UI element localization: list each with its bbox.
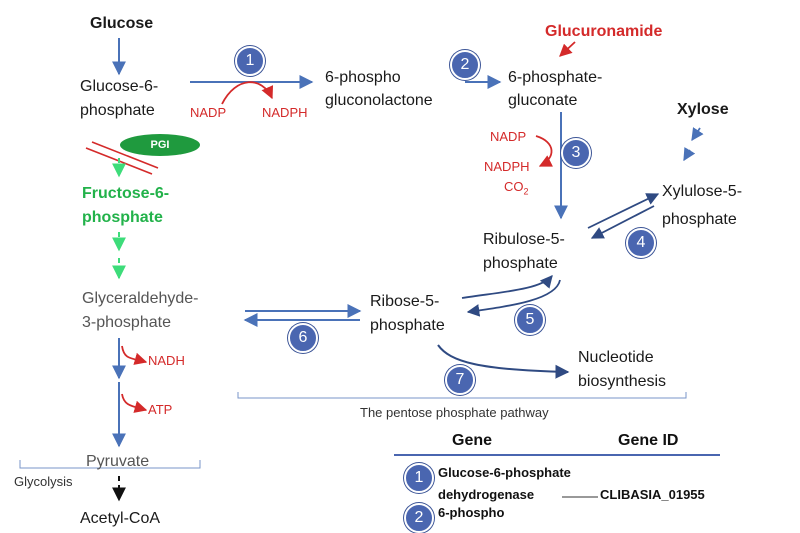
arrow-step5-a	[461, 275, 553, 299]
table-row2-badge: 2	[404, 503, 434, 533]
arrow-xylose	[691, 127, 704, 142]
pgi-enzyme: PGI	[120, 134, 200, 156]
node-g6p-line2: phosphate	[80, 102, 155, 119]
node-gluconolactone-line2: gluconolactone	[325, 92, 433, 109]
node-gluconolactone-line1: 6-phospho	[325, 69, 401, 86]
step-badge-4: 4	[626, 228, 656, 258]
pentose-pathway-label: The pentose phosphate pathway	[360, 405, 549, 420]
arrow-step5-b	[466, 279, 561, 317]
node-glucuronamide: Glucuronamide	[545, 23, 663, 40]
arrow-step4-b	[590, 205, 655, 239]
table-row1-badge: 1	[404, 463, 434, 493]
table-row2-gene-line1: 6-phospho	[438, 505, 505, 520]
arrow-nadp-nadph-3	[535, 135, 553, 167]
step-badge-3: 3	[561, 138, 591, 168]
cofactor-nadph-3: NADPH	[484, 159, 530, 174]
node-ribose-line2: phosphate	[370, 317, 445, 334]
node-xylulose-line2: phosphate	[662, 211, 737, 228]
node-pyruvate: Pyruvate	[86, 453, 150, 470]
table-row1-gene-line2: dehydrogenase	[438, 487, 535, 502]
arrow-step4-a	[587, 193, 660, 229]
node-f6p-line1: Fructose-6-	[82, 185, 170, 202]
step-badge-6: 6	[288, 323, 318, 353]
node-g6p-line1: Glucose-6-	[80, 78, 159, 95]
node-f6p-line2: phosphate	[82, 209, 163, 226]
arrow-glucuronamide	[559, 41, 576, 57]
cofactor-nadh: NADH	[148, 353, 185, 368]
node-nucleotide-line1: Nucleotide	[578, 349, 654, 366]
node-g3p-line2: 3-phosphate	[82, 314, 171, 331]
step-badge-7: 7	[445, 365, 475, 395]
arrow-atp	[121, 393, 148, 413]
table-header-gene-id: Gene ID	[618, 432, 679, 449]
glycolysis-label: Glycolysis	[14, 474, 73, 489]
step-badge-5: 5	[515, 305, 545, 335]
node-glucose: Glucose	[90, 15, 154, 32]
arrow-nadh	[121, 345, 148, 365]
table-row1-gene-id: CLIBASIA_01955	[600, 487, 705, 502]
arrow-step7	[437, 344, 570, 379]
cofactor-co2: CO2	[504, 179, 529, 197]
glycolysis-bracket	[19, 460, 201, 469]
step-badge-2: 2	[450, 50, 480, 80]
arrow-xylose-2	[683, 147, 696, 162]
cofactor-atp: ATP	[148, 402, 173, 417]
table-row1-gene-line1: Glucose-6-phosphate	[438, 465, 571, 480]
table-header-gene: Gene	[452, 432, 493, 449]
pentose-bracket	[237, 392, 687, 399]
arrow-nadp-nadph-1	[221, 81, 274, 105]
node-ribulose-line1: Ribulose-5-	[483, 231, 565, 248]
cofactor-nadph-1: NADPH	[262, 105, 308, 120]
node-acetyl-coa: Acetyl-CoA	[80, 510, 161, 527]
node-nucleotide-line2: biosynthesis	[578, 373, 667, 390]
cofactor-nadp-1: NADP	[190, 105, 227, 120]
node-ribulose-line2: phosphate	[483, 255, 558, 272]
node-xylose: Xylose	[677, 101, 729, 118]
node-xylulose-line1: Xylulose-5-	[662, 183, 743, 200]
step-badge-1: 1	[235, 46, 265, 76]
node-gluconate-line2: gluconate	[508, 92, 578, 109]
node-ribose-line1: Ribose-5-	[370, 293, 440, 310]
node-gluconate-line1: 6-phosphate-	[508, 69, 603, 86]
node-g3p-line1: Glyceraldehyde-	[82, 290, 199, 307]
cofactor-nadp-3: NADP	[490, 129, 527, 144]
